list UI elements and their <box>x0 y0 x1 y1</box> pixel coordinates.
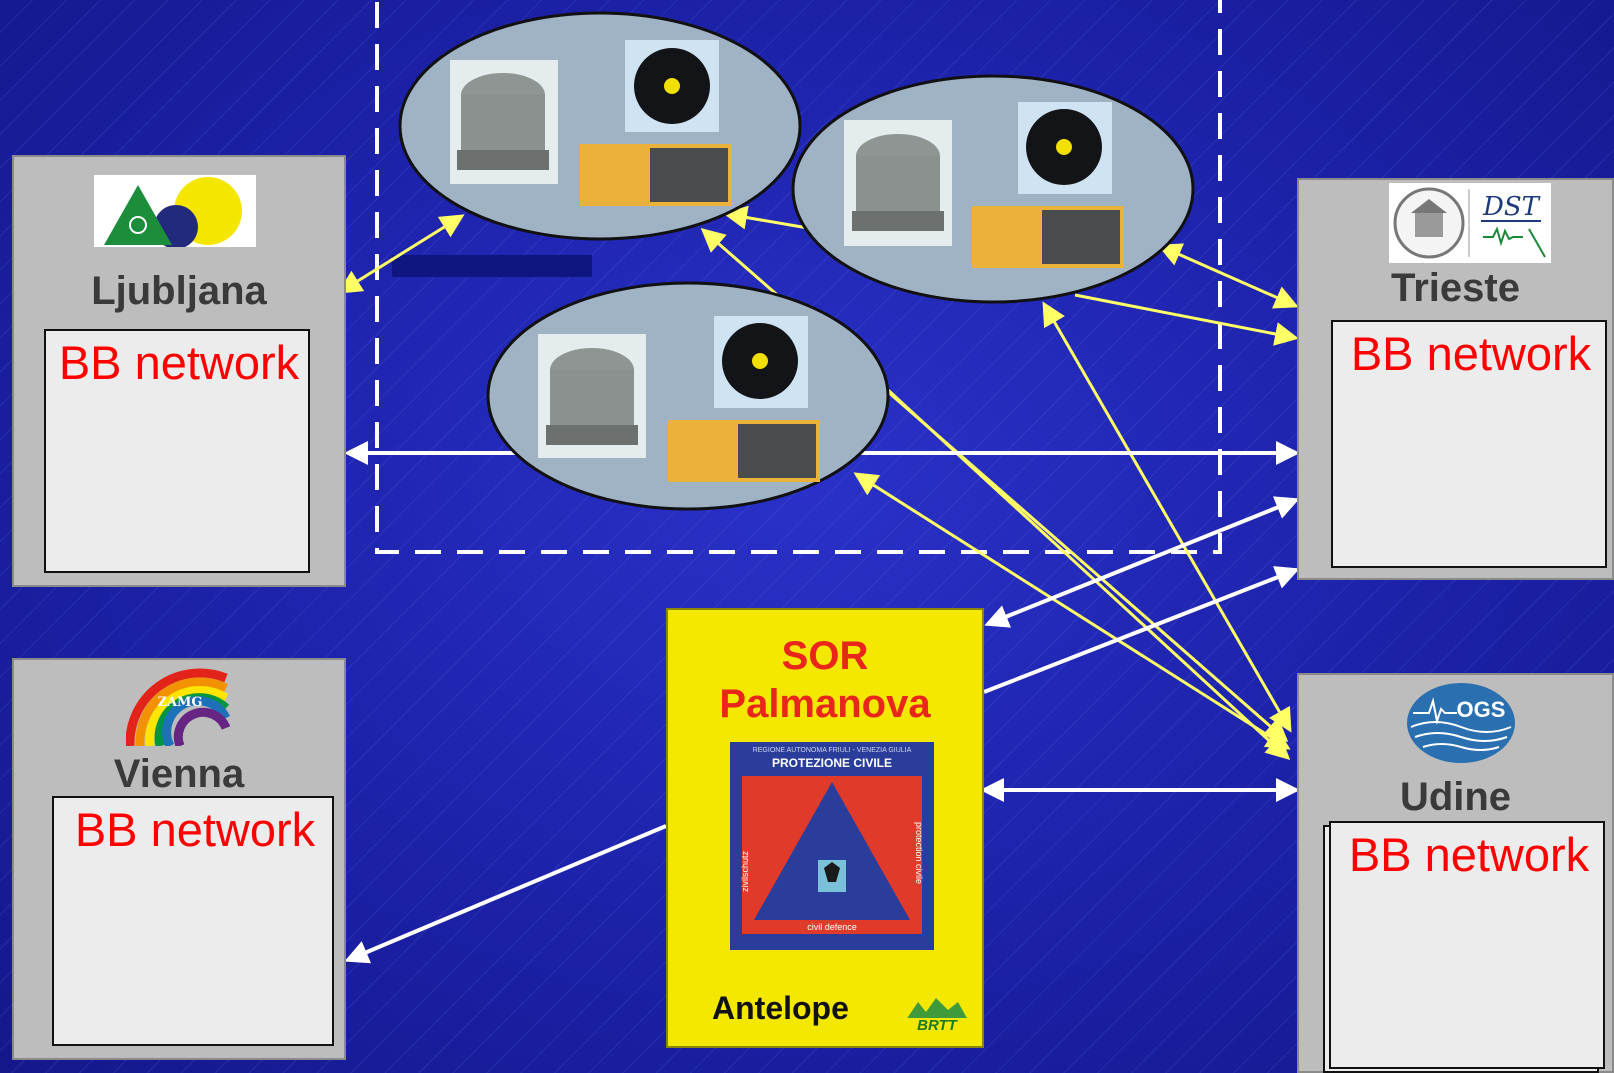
dark-bar <box>392 255 592 277</box>
vienna-node: ZAMG Vienna BB network <box>12 658 346 1060</box>
vienna-network-label: BB network <box>74 803 316 856</box>
link-sor-vienna <box>344 824 667 964</box>
pc-logo-left: zivilschutz <box>740 850 750 892</box>
udine-network-box: BB network <box>1329 821 1605 1069</box>
antelope-label: Antelope <box>712 990 849 1026</box>
seismic-station-2 <box>791 74 1195 304</box>
link-sor-trieste <box>983 566 1300 694</box>
vienna-network-box: BB network <box>52 796 334 1046</box>
link-ljubljana-station1 <box>337 214 465 294</box>
ljubljana-network-box: BB network <box>44 329 310 573</box>
seismic-station-3 <box>486 281 890 511</box>
link-trieste-sor <box>984 496 1300 628</box>
link-trieste-station2 <box>1157 243 1299 309</box>
zamg-logo-text: ZAMG <box>157 695 202 710</box>
vienna-name: Vienna <box>113 752 245 796</box>
ljubljana-name: Ljubljana <box>91 269 267 313</box>
pc-logo-bottom: civil defence <box>807 922 857 932</box>
udine-network-label: BB network <box>1348 828 1590 881</box>
trieste-network-label: BB network <box>1350 327 1592 380</box>
pc-logo-title: PROTEZIONE CIVILE <box>772 756 892 770</box>
sor-title-line2: Palmanova <box>719 682 931 726</box>
vienna-logo: ZAMG <box>126 668 230 746</box>
ogs-logo-text: OGS <box>1457 697 1506 722</box>
udine-node: OGS Udine BB network <box>1297 673 1614 1073</box>
trieste-name: Trieste <box>1391 266 1520 310</box>
sor-palmanova-node: SOR Palmanova REGIONE AUTONOMA FRIULI - … <box>666 608 984 1048</box>
link-station2-trieste <box>1074 293 1299 346</box>
sor-title-line1: SOR <box>781 634 869 678</box>
seismic-station-1 <box>398 11 802 241</box>
brtt-logo-text: BRTT <box>917 1017 959 1034</box>
trieste-node: DST Trieste BB network <box>1297 178 1614 580</box>
udine-name: Udine <box>1399 775 1512 819</box>
pc-logo-header: REGIONE AUTONOMA FRIULI - VENEZIA GIULIA <box>753 747 912 754</box>
link-station2-station1 <box>723 205 809 230</box>
pc-logo-right: protection civile <box>914 822 924 884</box>
trieste-logo: DST <box>1389 183 1551 263</box>
udine-logo: OGS <box>1405 681 1517 765</box>
ljubljana-network-label: BB network <box>58 336 300 389</box>
ljubljana-node: Ljubljana BB network <box>12 155 346 587</box>
dst-logo-text: DST <box>1482 192 1541 222</box>
trieste-network-box: BB network <box>1331 320 1607 568</box>
brtt-logo: BRTT <box>906 994 968 1034</box>
ljubljana-logo <box>94 175 256 247</box>
protezione-civile-logo: REGIONE AUTONOMA FRIULI - VENEZIA GIULIA… <box>730 742 934 950</box>
